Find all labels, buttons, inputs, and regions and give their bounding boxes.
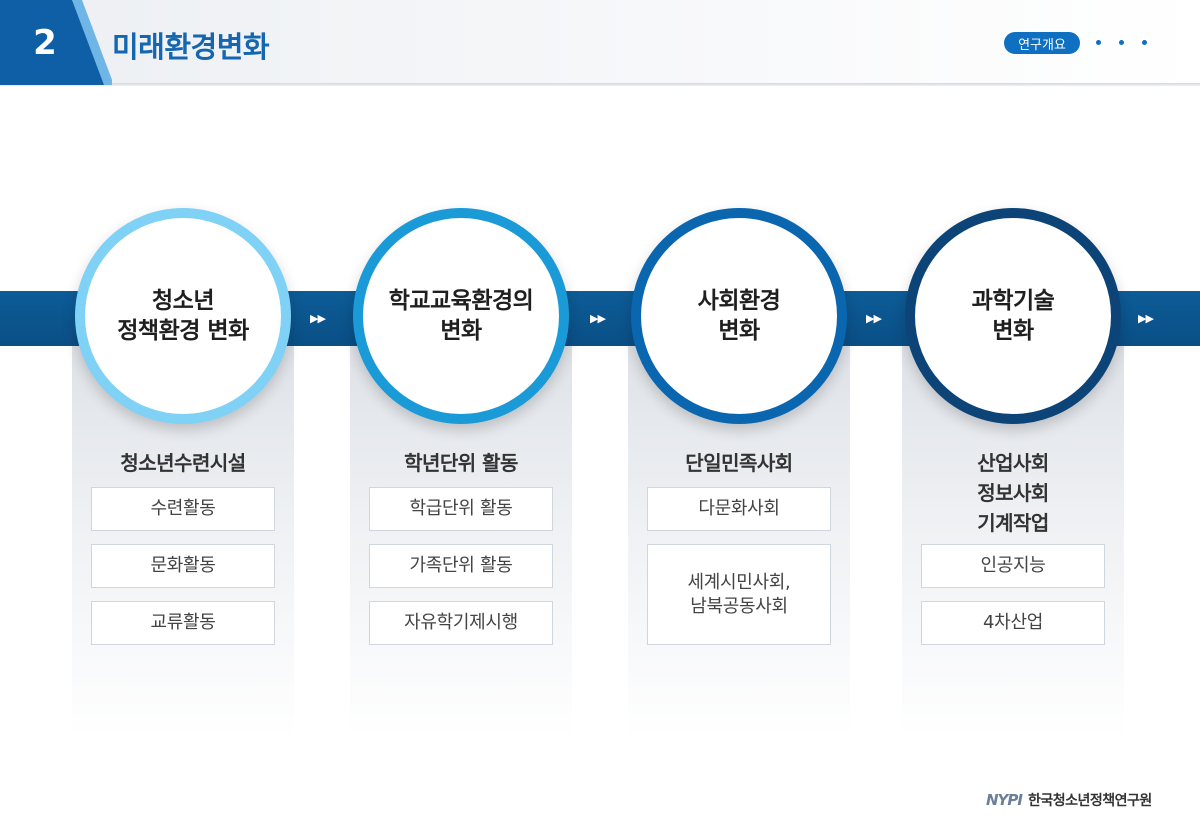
- column-heading: 단일민족사회: [685, 451, 793, 475]
- stage-circle-label: 청소년 정책환경 변화: [117, 288, 249, 344]
- page-header: [0, 0, 1200, 84]
- column-heading: 청소년수련시설: [120, 451, 246, 475]
- section-number: 2: [33, 22, 57, 63]
- flow-arrow-icon: ▶▶: [590, 311, 606, 325]
- list-item: 자유학기제시행: [369, 601, 553, 645]
- column-heading: 학년단위 활동: [404, 451, 518, 475]
- org-name: 한국청소년정책연구원: [1028, 793, 1152, 809]
- stage-circle-technology: 과학기술 변화: [905, 208, 1121, 424]
- stage-circle-society: 사회환경 변화: [631, 208, 847, 424]
- section-number-tab: 2: [0, 0, 112, 85]
- list-item: 문화활동: [91, 544, 275, 588]
- stage-circle-label: 학교교육환경의 변화: [388, 288, 534, 344]
- list-item: 인공지능: [921, 544, 1105, 588]
- list-item: 수련활동: [91, 487, 275, 531]
- list-item: 가족단위 활동: [369, 544, 553, 588]
- stage-circle-label: 사회환경 변화: [697, 288, 781, 344]
- header-divider: [0, 83, 1200, 86]
- stage-circle-youth-policy: 청소년 정책환경 변화: [75, 208, 291, 424]
- flow-arrow-icon: ▶▶: [1138, 311, 1154, 325]
- list-item: 학급단위 활동: [369, 487, 553, 531]
- section-pill[interactable]: 연구개요: [1004, 32, 1080, 54]
- logo-mark-icon: NYPI: [986, 791, 1023, 809]
- more-dots-icon: [1096, 34, 1147, 50]
- stage-circle-label: 과학기술 변화: [971, 288, 1055, 344]
- stage-circle-school: 학교교육환경의 변화: [353, 208, 569, 424]
- flow-arrow-icon: ▶▶: [310, 311, 326, 325]
- list-item: 다문화사회: [647, 487, 831, 531]
- column-heading: 산업사회 정보사회 기계작업: [977, 451, 1049, 535]
- org-logo: NYPI 한국청소년정책연구원: [986, 788, 1152, 812]
- section-tab-shape: [0, 0, 112, 85]
- page-title: 미래환경변화: [112, 30, 270, 64]
- list-item: 4차산업: [921, 601, 1105, 645]
- list-item: 세계시민사회, 남북공동사회: [647, 544, 831, 645]
- flow-arrow-icon: ▶▶: [866, 311, 882, 325]
- list-item: 교류활동: [91, 601, 275, 645]
